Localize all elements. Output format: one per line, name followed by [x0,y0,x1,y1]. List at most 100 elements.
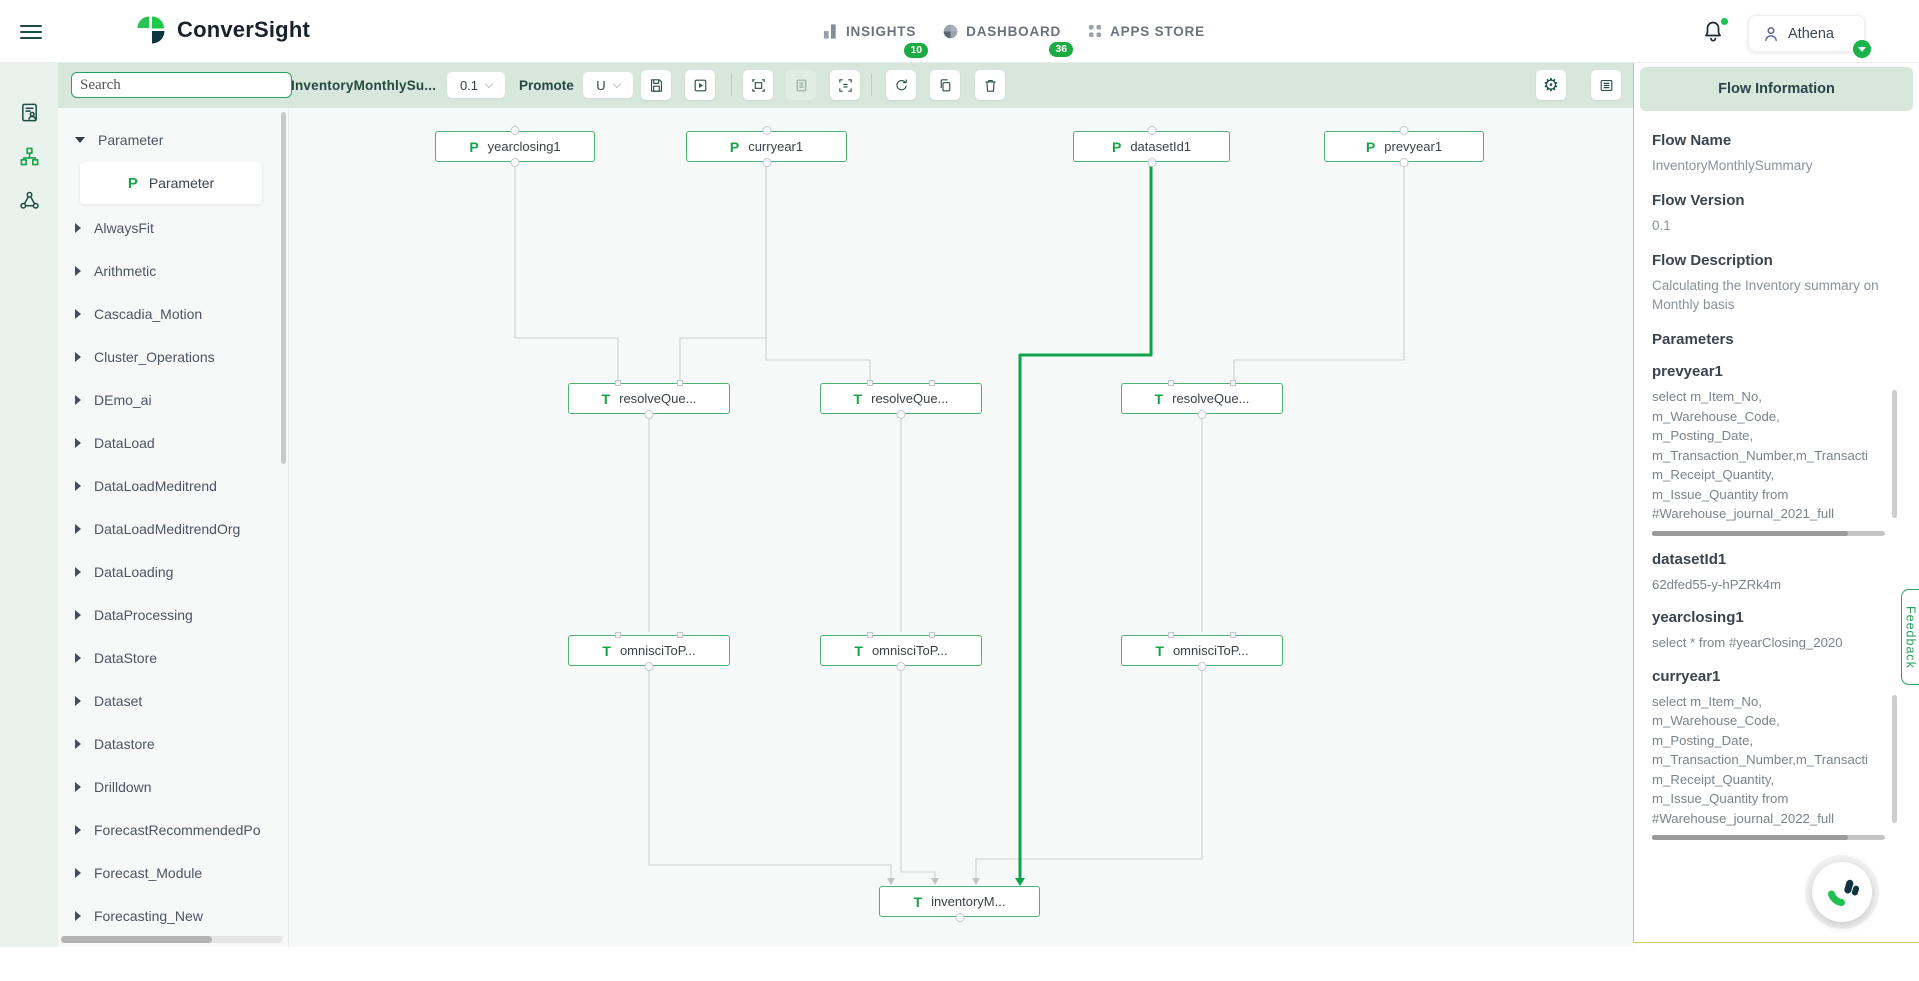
scrollbar-thumb[interactable] [61,936,212,943]
parameter-value-line: m_Issue_Quantity from [1652,791,1789,806]
param-horizontal-scrollbar[interactable] [1652,835,1885,840]
save-button[interactable] [641,70,671,100]
sidebar-group-Cluster_Operations[interactable]: Cluster_Operations [58,335,288,378]
parameter-value-prevyear1: select m_Item_No,m_Warehouse_Code,m_Post… [1652,387,1897,524]
palette-item-label: Parameter [148,175,215,191]
parameter-value-line: #Warehouse_journal_2022_full [1652,810,1835,826]
settings-button[interactable]: ⚙ [1536,70,1566,100]
pipeline-rail-button[interactable] [0,178,58,222]
scrollbar-thumb[interactable] [1652,835,1848,840]
brand-name: ConverSight [177,17,310,42]
sidebar-group-AlwaysFit[interactable]: AlwaysFit [58,206,288,249]
nav-dashboard[interactable]: DASHBOARD 36 [942,23,1074,57]
sidebar-group-DEmo_ai[interactable]: DEmo_ai [58,378,288,421]
triangle-right-icon [75,910,81,921]
scrollbar-thumb[interactable] [1652,530,1848,536]
sidebar-group-Parameter[interactable]: Parameter [58,118,288,161]
triangle-right-icon [75,738,81,749]
notifications-button[interactable] [1701,18,1729,46]
param-horizontal-scrollbar[interactable] [1652,530,1885,536]
top-navbar: ConverSight INSIGHTS 10 DASHBOARD 36 [0,0,1919,63]
parameter-value-datasetId1: 62dfed55-y-hPZRk4m [1652,575,1897,595]
sidebar-group-label: DEmo_ai [94,391,152,408]
sidebar-group-Forecasting_New[interactable]: Forecasting_New [58,894,288,937]
node-label: resolveQue... [619,391,697,406]
feedback-tab[interactable]: Feedback [1901,589,1919,685]
node-label: resolveQue... [871,391,949,406]
sidebar-group-DataLoad[interactable]: DataLoad [58,421,288,464]
promote-button[interactable]: Promote [519,77,574,93]
assistant-fab-button[interactable] [1812,862,1872,922]
notification-dot [1721,18,1728,25]
parameter-value-line: m_Transaction_Number,m_Transacti [1652,447,1868,463]
version-select[interactable]: 0.1 [447,72,505,98]
molecule-network-icon [19,191,39,209]
fit-view-button[interactable] [830,70,860,100]
nav-apps-store[interactable]: APPS STORE [1087,23,1205,39]
triangle-right-icon [75,523,81,534]
sidebar-group-label: DataLoad [94,434,155,451]
triangle-right-icon [75,308,81,319]
chevron-down-icon [484,79,494,88]
menu-toggle-button[interactable] [20,21,42,41]
user-menu-button[interactable]: Athena [1748,15,1871,58]
flow-version-field-label: Flow Version [1652,192,1745,209]
triangle-right-icon [75,265,81,276]
output-port [1147,158,1156,167]
sidebar-group-DataLoading[interactable]: DataLoading [58,550,288,593]
parameter-value-yearclosing1: select * from #yearClosing_2020 [1652,633,1897,653]
sidebar-vertical-scrollbar[interactable] [281,112,286,464]
sidebar-horizontal-scrollbar[interactable] [61,936,283,943]
brand-logo[interactable]: ConverSight [135,14,310,46]
sidebar-group-DataLoadMeditrendOrg[interactable]: DataLoadMeditrendOrg [58,507,288,550]
sidebar-group-ForecastRecommendedPo[interactable]: ForecastRecommendedPo [58,808,288,851]
search-input[interactable] [71,72,292,98]
sidebar-group-Datastore[interactable]: Datastore [58,722,288,765]
flows-rail-button[interactable] [0,134,58,178]
primary-nav: INSIGHTS 10 DASHBOARD 36 AP [822,0,1205,62]
mode-value: U [596,77,606,93]
triangle-right-icon [75,824,81,835]
sidebar-group-Dataset[interactable]: Dataset [58,679,288,722]
copy-button[interactable] [930,70,960,100]
insights-icon [823,23,836,39]
output-port [1399,158,1409,167]
parameter-name-datasetId1: datasetId1 [1652,550,1727,568]
output-port [896,410,906,419]
sidebar-group-DataProcessing[interactable]: DataProcessing [58,593,288,636]
run-button[interactable] [685,70,715,100]
sidebar-group-DataStore[interactable]: DataStore [58,636,288,679]
parameter-icon: P [729,138,740,155]
nav-insights[interactable]: INSIGHTS 10 [822,22,929,58]
triangle-right-icon [75,609,81,620]
sidebar-group-Cascadia_Motion[interactable]: Cascadia_Motion [58,292,288,335]
refresh-button[interactable] [886,70,916,100]
delete-button[interactable] [975,70,1005,100]
sidebar-group-Forecast_Module[interactable]: Forecast_Module [58,851,288,894]
param-vertical-scrollbar[interactable] [1892,694,1897,823]
forms-rail-button[interactable] [0,90,58,134]
select-frame-button[interactable] [743,70,773,100]
dashboard-badge: 36 [1049,41,1074,57]
param-vertical-scrollbar[interactable] [1892,390,1897,518]
sidebar-group-Arithmetic[interactable]: Arithmetic [58,249,288,292]
mode-select[interactable]: U [583,72,633,98]
user-icon [1765,26,1777,41]
panel-toggle-button[interactable] [1591,70,1621,100]
sidebar-group-Drilldown[interactable]: Drilldown [58,765,288,808]
sidebar-group-DataLoadMeditrend[interactable]: DataLoadMeditrend [58,464,288,507]
